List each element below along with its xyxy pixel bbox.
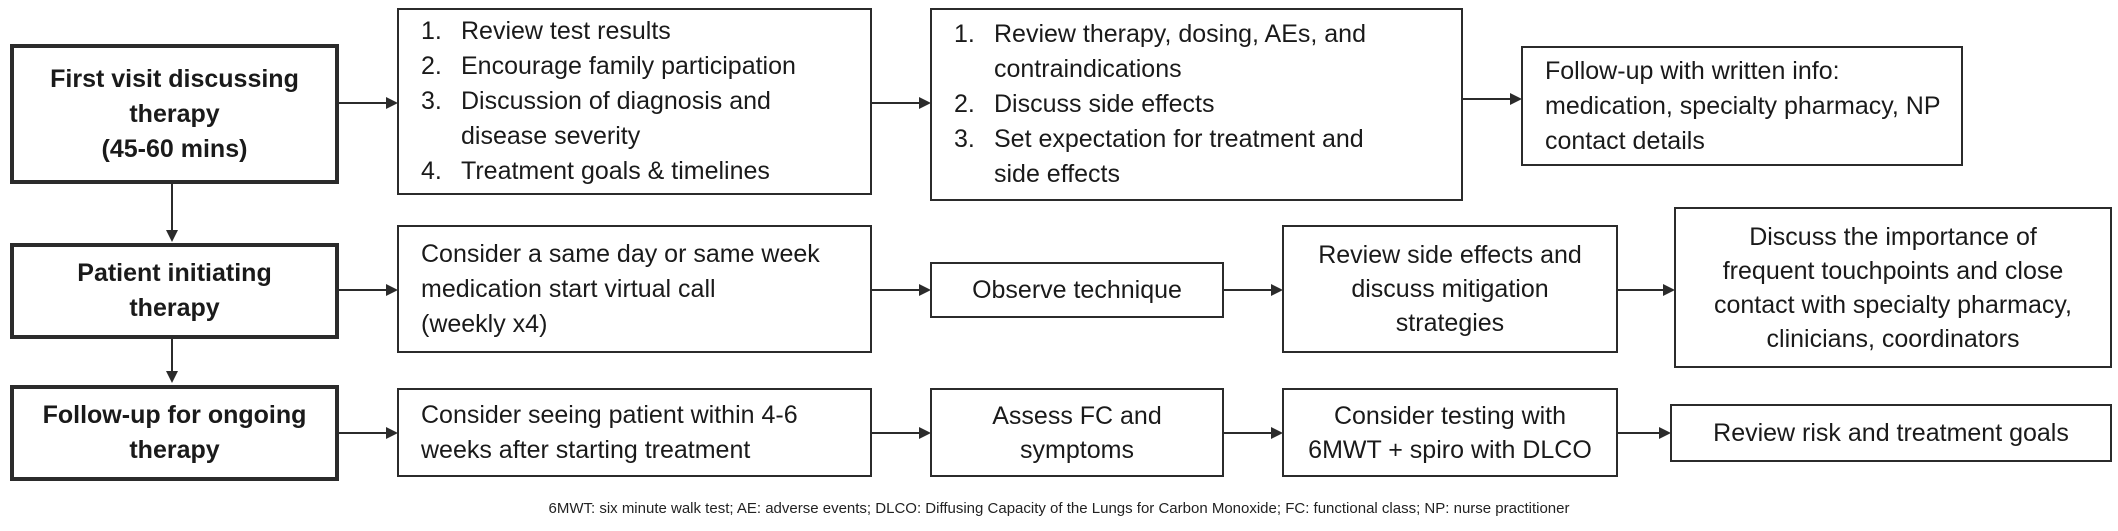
row3-box2-line: symptoms [1020,435,1134,464]
row2-box3: Review side effects and discuss mitigati… [1282,225,1618,353]
row3-box3-line: 6MWT + spiro with DLCO [1308,435,1592,464]
row2-box1-line: Consider a same day or same week [421,239,820,268]
list-item: 1.Review test results [421,17,671,45]
row3-box3-line: Consider testing with [1333,401,1567,430]
row2-box1-line: (weekly x4) [421,309,548,338]
row2-box2: Observe technique [930,262,1224,318]
row1-box1-list: 1.Review test results 2.Encourage family… [421,14,856,189]
row3-label-line: therapy [129,436,220,464]
row2-box4-line: clinicians, coordinators [1766,324,2020,353]
row2-box4-line: frequent touchpoints and close [1722,256,2064,285]
row1-box3-line: Follow-up with written info: [1545,56,1840,85]
row1-label-line: therapy [129,99,220,128]
row2-label-line: Patient initiating [77,259,272,287]
row1-label-box: First visit discussing therapy (45-60 mi… [10,44,339,184]
row3-box1-line: Consider seeing patient within 4-6 [421,400,798,429]
row2-box4: Discuss the importance of frequent touch… [1674,207,2112,368]
row3-label-line: Follow-up for ongoing [42,401,307,429]
list-item: 2.Discuss side effects [954,90,1215,118]
row1-box3: Follow-up with written info: medication,… [1521,46,1963,166]
row3-box2-line: Assess FC and [992,401,1162,430]
row3-label-box: Follow-up for ongoing therapy [10,385,339,481]
row2-box1-line: medication start virtual call [421,274,716,303]
row2-box3-line: strategies [1395,309,1505,337]
row3-box1-line: weeks after starting treatment [421,435,751,464]
row2-box3-line: discuss mitigation [1351,275,1549,303]
row3-box4-line: Review risk and treatment goals [1713,419,2069,447]
footnote: 6MWT: six minute walk test; AE: adverse … [548,500,1570,517]
row2-label-line: therapy [129,294,220,322]
row1-box1: 1.Review test results 2.Encourage family… [397,8,872,195]
list-item: 4.Treatment goals & timelines [421,157,770,185]
row2-label-box: Patient initiating therapy [10,243,339,339]
row2-box1: Consider a same day or same week medicat… [397,225,872,353]
row3-box3: Consider testing with 6MWT + spiro with … [1282,388,1618,477]
row3-box2: Assess FC and symptoms [930,388,1224,477]
row2-box3-line: Review side effects and [1318,241,1582,269]
row3-box1: Consider seeing patient within 4-6 weeks… [397,388,872,477]
row1-box3-line: contact details [1545,126,1705,155]
row1-label-line: First visit discussing [50,64,299,93]
row2-box4-line: contact with specialty pharmacy, [1713,290,2073,319]
list-item: 2.Encourage family participation [421,52,796,80]
row2-box4-line: Discuss the importance of [1749,222,2037,251]
row2-box2-line: Observe technique [972,276,1182,304]
row1-label-line: (45-60 mins) [101,134,248,163]
row3-box4: Review risk and treatment goals [1670,404,2112,462]
row1-box3-line: medication, specialty pharmacy, NP [1545,91,1941,120]
